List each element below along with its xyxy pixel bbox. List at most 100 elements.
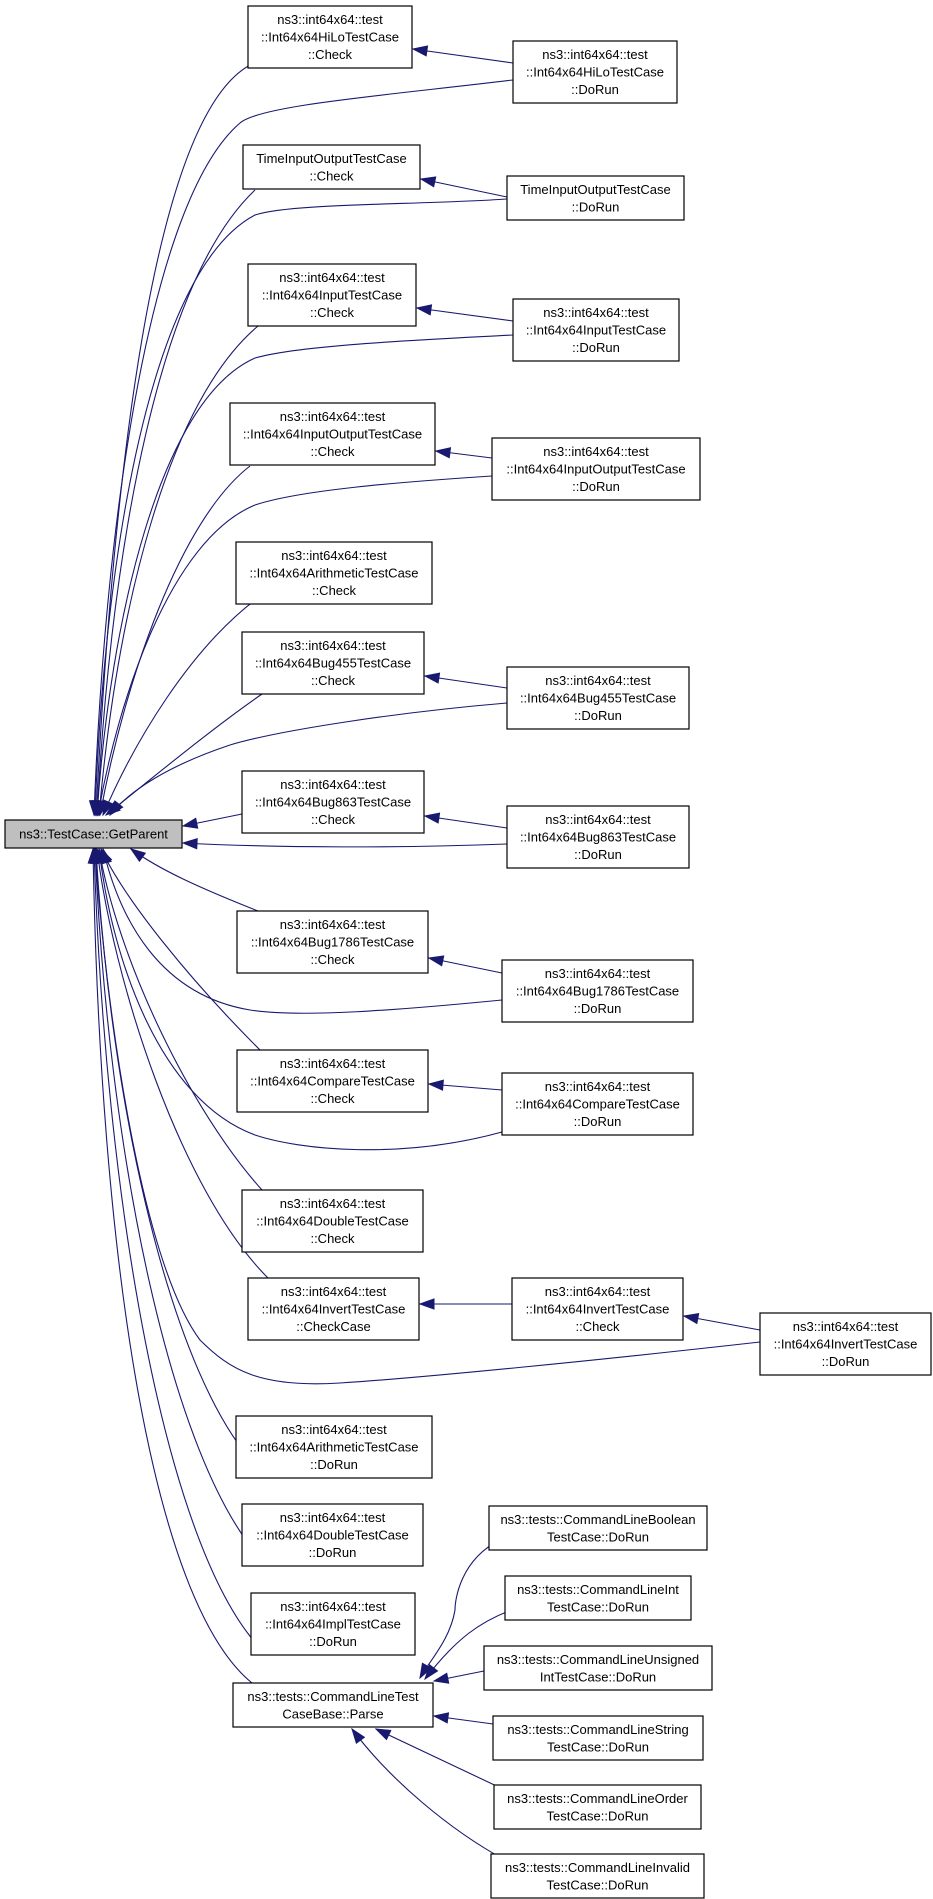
edge-line xyxy=(96,848,269,1279)
edge-cl_uns-to-cl_parse xyxy=(432,1670,485,1684)
node-cl-parse[interactable]: ns3::tests::CommandLineTestCaseBase::Par… xyxy=(232,1682,434,1728)
node-box[interactable] xyxy=(235,541,433,605)
node-box[interactable] xyxy=(491,437,701,501)
node-box[interactable] xyxy=(241,1503,424,1567)
node-cl-order[interactable]: ns3::tests::CommandLineOrderTestCase::Do… xyxy=(493,1784,702,1830)
arrow-head-icon xyxy=(94,799,107,817)
node-box[interactable] xyxy=(488,1505,708,1551)
edge-cl_str-to-cl_parse xyxy=(432,1712,494,1725)
node-cmp-dorun[interactable]: ns3::int64x64::test::Int64x64CompareTest… xyxy=(501,1072,694,1136)
node-box[interactable] xyxy=(511,1277,684,1341)
node-label-line: ::Check xyxy=(311,812,356,827)
node-box[interactable] xyxy=(242,144,421,190)
node-cl-uns[interactable]: ns3::tests::CommandLineUnsignedIntTestCa… xyxy=(483,1645,713,1691)
node-tio-check[interactable]: TimeInputOutputTestCase::Check xyxy=(242,144,421,190)
node-box[interactable] xyxy=(236,1049,429,1113)
node-label-line: ::Int64x64InputOutputTestCase xyxy=(243,427,422,442)
node-label-line: ns3::int64x64::test xyxy=(543,305,649,320)
node-box[interactable] xyxy=(4,819,183,849)
edge-line xyxy=(95,63,253,816)
edge-line xyxy=(102,848,503,1014)
node-label-line: ::DoRun xyxy=(572,199,620,214)
edge-line xyxy=(92,848,253,1684)
node-box[interactable] xyxy=(504,1575,692,1621)
edge-line xyxy=(94,848,263,1561)
node-box[interactable] xyxy=(506,805,690,869)
arrow-head-icon xyxy=(423,672,441,684)
node-label-line: ns3::int64x64::test xyxy=(545,1284,651,1299)
node-label-line: ns3::tests::CommandLineTest xyxy=(247,1689,419,1704)
node-label-line: ::Int64x64InvertTestCase xyxy=(262,1302,406,1317)
node-arith-dorun[interactable]: ns3::int64x64::test::Int64x64ArithmeticT… xyxy=(235,1415,433,1479)
node-cl-bool[interactable]: ns3::tests::CommandLineBooleanTestCase::… xyxy=(488,1505,708,1551)
node-b863-check[interactable]: ns3::int64x64::test::Int64x64Bug863TestC… xyxy=(241,770,425,834)
node-box[interactable] xyxy=(247,1277,420,1341)
arrow-head-icon xyxy=(181,817,199,829)
edge-line xyxy=(102,599,256,816)
node-dbl-check[interactable]: ns3::int64x64::test::Int64x64DoubleTestC… xyxy=(241,1189,424,1253)
node-label-line: ns3::tests::CommandLineOrder xyxy=(507,1791,688,1806)
node-b863-dorun[interactable]: ns3::int64x64::test::Int64x64Bug863TestC… xyxy=(506,805,690,869)
node-cl-str[interactable]: ns3::tests::CommandLineStringTestCase::D… xyxy=(492,1715,704,1761)
node-label-line: ns3::int64x64::test xyxy=(280,1056,386,1071)
node-box[interactable] xyxy=(241,1189,424,1253)
node-io-check[interactable]: ns3::int64x64::test::Int64x64InputOutput… xyxy=(229,402,436,466)
node-label-line: ::Int64x64HiLoTestCase xyxy=(526,65,664,80)
node-dbl-dorun[interactable]: ns3::int64x64::test::Int64x64DoubleTestC… xyxy=(241,1503,424,1567)
edge-line xyxy=(130,848,259,912)
node-box[interactable] xyxy=(490,1853,705,1899)
node-box[interactable] xyxy=(483,1645,713,1691)
edge-line xyxy=(93,79,514,816)
node-b1786-dorun[interactable]: ns3::int64x64::test::Int64x64Bug1786Test… xyxy=(501,959,694,1023)
node-box[interactable] xyxy=(235,1415,433,1479)
node-b455-check[interactable]: ns3::int64x64::test::Int64x64Bug455TestC… xyxy=(241,631,425,695)
node-box[interactable] xyxy=(501,1072,694,1136)
node-arith-check[interactable]: ns3::int64x64::test::Int64x64ArithmeticT… xyxy=(235,541,433,605)
node-label-line: ns3::int64x64::test xyxy=(279,270,385,285)
node-box[interactable] xyxy=(492,1715,704,1761)
node-root[interactable]: ns3::TestCase::GetParent xyxy=(4,819,183,849)
node-label-line: TestCase::DoRun xyxy=(547,1599,649,1614)
node-impl-dorun[interactable]: ns3::int64x64::test::Int64x64ImplTestCas… xyxy=(250,1592,416,1656)
node-inv-checkcase[interactable]: ns3::int64x64::test::Int64x64InvertTestC… xyxy=(247,1277,420,1341)
node-box[interactable] xyxy=(250,1592,416,1656)
node-box[interactable] xyxy=(247,5,413,69)
edge-line xyxy=(96,189,256,816)
node-label-line: ns3::tests::CommandLineString xyxy=(507,1722,688,1737)
node-layer: ns3::TestCase::GetParentns3::int64x64::t… xyxy=(4,5,932,1899)
node-b1786-check[interactable]: ns3::int64x64::test::Int64x64Bug1786Test… xyxy=(236,910,429,974)
node-cl-invalid[interactable]: ns3::tests::CommandLineInvalidTestCase::… xyxy=(490,1853,705,1899)
node-cl-int[interactable]: ns3::tests::CommandLineIntTestCase::DoRu… xyxy=(504,1575,692,1621)
node-inv-dorun[interactable]: ns3::int64x64::test::Int64x64InvertTestC… xyxy=(759,1312,932,1376)
edge-cmp_check-to-root xyxy=(100,847,261,1051)
arrow-head-icon xyxy=(87,847,99,864)
node-b455-dorun[interactable]: ns3::int64x64::test::Int64x64Bug455TestC… xyxy=(506,666,690,730)
node-box[interactable] xyxy=(512,40,678,104)
node-label-line: ::Int64x64Bug455TestCase xyxy=(520,691,676,706)
node-box[interactable] xyxy=(759,1312,932,1376)
node-input-check[interactable]: ns3::int64x64::test::Int64x64InputTestCa… xyxy=(247,263,417,327)
node-label-line: ns3::int64x64::test xyxy=(277,12,383,27)
node-box[interactable] xyxy=(501,959,694,1023)
node-box[interactable] xyxy=(247,263,417,327)
node-label-line: ::Int64x64CompareTestCase xyxy=(515,1097,680,1112)
edge-line xyxy=(95,848,261,1471)
node-box[interactable] xyxy=(241,631,425,695)
node-hilo-dorun[interactable]: ns3::int64x64::test::Int64x64HiLoTestCas… xyxy=(512,40,678,104)
node-io-dorun[interactable]: ns3::int64x64::test::Int64x64InputOutput… xyxy=(491,437,701,501)
node-box[interactable] xyxy=(506,175,685,221)
node-box[interactable] xyxy=(512,298,680,362)
node-tio-dorun[interactable]: TimeInputOutputTestCase::DoRun xyxy=(506,175,685,221)
edge-line xyxy=(416,307,514,322)
node-input-dorun[interactable]: ns3::int64x64::test::Int64x64InputTestCa… xyxy=(512,298,680,362)
node-inv-check[interactable]: ns3::int64x64::test::Int64x64InvertTestC… xyxy=(511,1277,684,1341)
node-box[interactable] xyxy=(229,402,436,466)
node-box[interactable] xyxy=(241,770,425,834)
node-box[interactable] xyxy=(506,666,690,730)
node-box[interactable] xyxy=(236,910,429,974)
node-box[interactable] xyxy=(232,1682,434,1728)
edge-hilo_check-to-root xyxy=(91,63,253,817)
node-hilo-check[interactable]: ns3::int64x64::test::Int64x64HiLoTestCas… xyxy=(247,5,413,69)
node-cmp-check[interactable]: ns3::int64x64::test::Int64x64CompareTest… xyxy=(236,1049,429,1113)
node-box[interactable] xyxy=(493,1784,702,1830)
